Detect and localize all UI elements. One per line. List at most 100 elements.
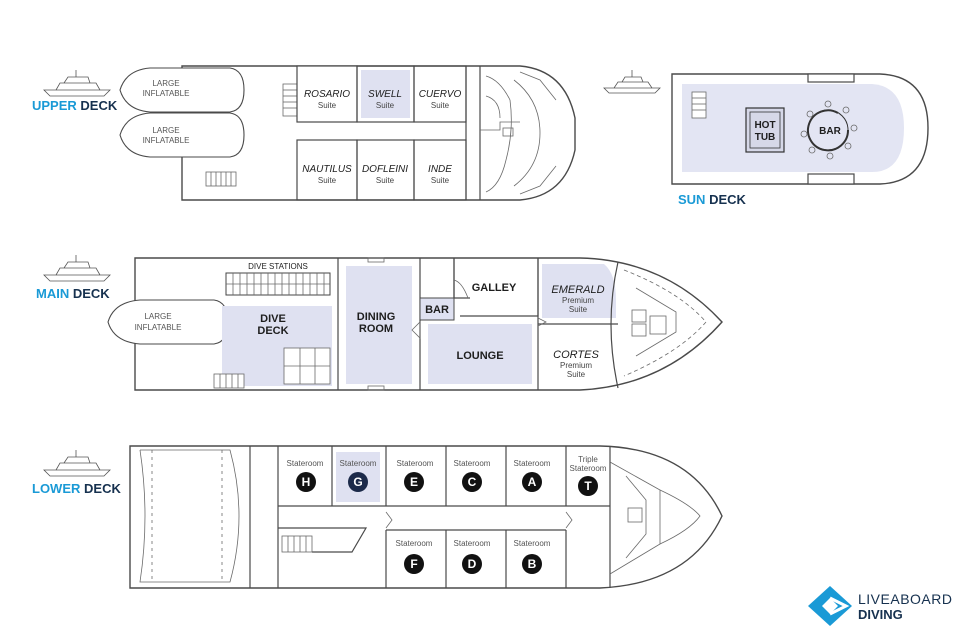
svg-text:Stateroom: Stateroom xyxy=(397,459,434,468)
upper-deck-ship-icon xyxy=(43,70,111,97)
stateroom-d[interactable]: Stateroom D xyxy=(454,539,491,574)
svg-text:Stateroom: Stateroom xyxy=(454,539,491,548)
sun-deck-plan: HOT TUB BAR xyxy=(671,73,929,185)
svg-text:Stateroom: Stateroom xyxy=(514,539,551,548)
sun-deck-ship-icon xyxy=(603,70,661,94)
lower-stairs xyxy=(281,535,313,553)
lounge-label: LOUNGE xyxy=(456,350,503,362)
stateroom-c[interactable]: Stateroom C xyxy=(454,459,491,492)
sun-stairs xyxy=(691,91,707,119)
dining-room-label-2: ROOM xyxy=(359,323,393,335)
svg-text:Suite: Suite xyxy=(569,305,588,314)
svg-text:INDE: INDE xyxy=(428,164,452,175)
svg-text:Suite: Suite xyxy=(376,176,395,185)
svg-text:LIVEABOARD: LIVEABOARD xyxy=(858,591,952,607)
svg-text:SWELL: SWELL xyxy=(368,89,402,100)
dive-stations: DIVE STATIONS xyxy=(225,262,331,296)
dive-deck-label: DIVE xyxy=(260,313,286,325)
svg-text:Suite: Suite xyxy=(431,176,450,185)
hot-tub: HOT TUB xyxy=(745,107,785,153)
brand-diamond-icon xyxy=(808,586,852,626)
stateroom-e[interactable]: Stateroom E xyxy=(397,459,434,492)
svg-text:EMERALD: EMERALD xyxy=(551,284,604,296)
main-deck-plan: LARGE INFLATABLE DIVE STATIONS DIVE DECK… xyxy=(107,257,723,391)
svg-text:BAR: BAR xyxy=(819,126,841,137)
svg-text:CUERVO: CUERVO xyxy=(419,89,462,100)
upper-inflatable-1 xyxy=(119,67,245,113)
svg-text:B: B xyxy=(528,557,537,571)
main-bow xyxy=(623,269,707,377)
svg-text:BAR: BAR xyxy=(425,304,449,316)
svg-text:Stateroom: Stateroom xyxy=(570,464,607,473)
cortes-premium-suite[interactable]: CORTES Premium Suite xyxy=(553,349,599,379)
inflatable-label-line2: INFLATABLE xyxy=(143,89,190,98)
svg-text:F: F xyxy=(410,557,417,571)
svg-text:Suite: Suite xyxy=(318,176,337,185)
dive-deck-label-2: DECK xyxy=(257,325,288,337)
main-bar xyxy=(419,297,455,321)
lower-deck-ship-icon xyxy=(43,450,111,477)
svg-text:Suite: Suite xyxy=(318,101,337,110)
stateroom-g[interactable]: Stateroom G xyxy=(340,459,377,492)
inflatable-label-line1: LARGE xyxy=(152,126,179,135)
inflatable-label-line1: LARGE xyxy=(152,79,179,88)
svg-text:DIVING: DIVING xyxy=(858,607,903,622)
svg-text:E: E xyxy=(410,475,418,489)
upper-inflatable-2 xyxy=(119,112,245,158)
liveaboard-diving-logo: LIVEABOARD DIVING xyxy=(808,586,952,626)
dining-room-label: DINING xyxy=(357,311,396,323)
emerald-premium-suite[interactable]: EMERALD Premium Suite xyxy=(551,284,604,314)
inflatable-label-line2: INFLATABLE xyxy=(135,323,182,332)
svg-text:TUB: TUB xyxy=(755,132,776,143)
svg-text:Premium: Premium xyxy=(560,361,592,370)
svg-text:H: H xyxy=(302,475,311,489)
triple-stateroom-t[interactable]: Triple Stateroom T xyxy=(570,455,607,496)
svg-text:Stateroom: Stateroom xyxy=(287,459,324,468)
svg-text:Stateroom: Stateroom xyxy=(396,539,433,548)
upper-deck-plan: LARGE INFLATABLE LARGE INFLATABLE xyxy=(119,65,576,201)
svg-text:Suite: Suite xyxy=(567,370,586,379)
inflatable-label-line2: INFLATABLE xyxy=(143,136,190,145)
main-deck-label: MAIN DECK xyxy=(36,286,110,301)
svg-text:Stateroom: Stateroom xyxy=(454,459,491,468)
dive-deck-fixtures xyxy=(213,347,331,389)
svg-text:C: C xyxy=(468,475,477,489)
upper-wheelhouse xyxy=(480,71,557,195)
svg-text:NAUTILUS: NAUTILUS xyxy=(302,164,352,175)
svg-text:DOFLEINI: DOFLEINI xyxy=(362,164,408,175)
svg-text:CORTES: CORTES xyxy=(553,349,599,361)
svg-text:Stateroom: Stateroom xyxy=(514,459,551,468)
svg-text:Stateroom: Stateroom xyxy=(340,459,377,468)
svg-text:G: G xyxy=(353,475,362,489)
main-deck-ship-icon xyxy=(43,255,111,282)
svg-text:Premium: Premium xyxy=(562,296,594,305)
sun-deck-label: SUN DECK xyxy=(678,192,747,207)
svg-text:Triple: Triple xyxy=(578,455,598,464)
main-inflatable xyxy=(107,299,229,345)
lower-deck-plan: Stateroom H Stateroom G Stateroom E Stat… xyxy=(129,445,723,589)
lower-deck-label: LOWER DECK xyxy=(32,481,121,496)
lower-bow xyxy=(609,461,701,575)
svg-text:HOT: HOT xyxy=(754,120,775,131)
inflatable-label-line1: LARGE xyxy=(144,312,171,321)
svg-text:A: A xyxy=(528,475,537,489)
svg-text:Suite: Suite xyxy=(376,101,395,110)
upper-deck-label: UPPER DECK xyxy=(32,98,118,113)
stateroom-h[interactable]: Stateroom H xyxy=(287,459,324,492)
sun-bar: BAR xyxy=(800,100,858,160)
svg-text:Suite: Suite xyxy=(431,101,450,110)
stateroom-f[interactable]: Stateroom F xyxy=(396,539,433,574)
stateroom-a[interactable]: Stateroom A xyxy=(514,459,551,492)
svg-text:D: D xyxy=(468,557,477,571)
svg-text:ROSARIO: ROSARIO xyxy=(304,89,350,100)
stateroom-b[interactable]: Stateroom B xyxy=(514,539,551,574)
svg-text:DIVE STATIONS: DIVE STATIONS xyxy=(248,262,308,271)
galley-label: GALLEY xyxy=(472,282,517,294)
